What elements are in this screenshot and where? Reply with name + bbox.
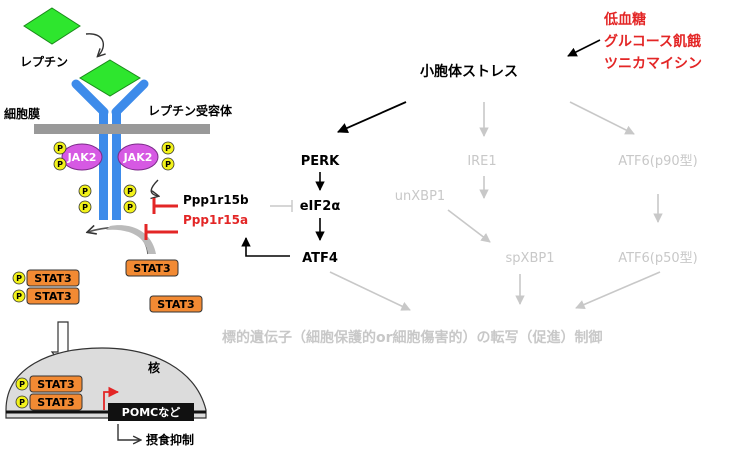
ire1-label: IRE1 [467,154,496,169]
svg-text:P: P [165,144,171,153]
arrow-unxbp1-spxbp1 [447,209,491,243]
svg-text:P: P [19,398,25,407]
svg-text:STAT3: STAT3 [37,396,74,409]
arrow-to-atf6 [569,101,635,135]
svg-text:P: P [19,380,25,389]
svg-text:POMCなど: POMCなど [122,406,180,419]
feeding-suppression-label: 摂食抑制 [146,432,194,447]
svg-text:P: P [16,292,22,301]
stress-inducer-3: ツニカマイシン [604,56,702,72]
pstat3-dimer: P STAT3 P STAT3 [12,269,80,305]
transcription-arrow [103,386,120,410]
pomc-gene: POMCなど [108,403,194,421]
eif2a-label: eIF2α [300,199,341,214]
svg-text:JAK2: JAK2 [67,151,97,164]
nucleus-label: 核 [148,360,160,375]
ppp1r15a-label: Ppp1r15a [183,213,248,227]
svg-text:JAK2: JAK2 [123,151,153,164]
atf4-feedback-arrow [241,237,290,257]
stress-inducer-2: グルコース飢餓 [604,33,701,50]
svg-text:P: P [127,203,133,212]
feeding-suppression-arrow [117,424,140,440]
svg-text:P: P [57,160,63,169]
jak2-left: JAK2 [61,143,103,171]
phospho-group-receptor: P P P P [78,184,137,214]
stat3-recruit-arrow [151,179,158,196]
atf6-p90-label: ATF6(p90型) [618,154,698,169]
svg-text:STAT3: STAT3 [34,272,71,285]
svg-text:STAT3: STAT3 [157,298,194,311]
spxbp1-label: spXBP1 [506,251,555,266]
svg-text:STAT3: STAT3 [34,290,71,303]
svg-text:P: P [82,187,88,196]
jak2-right: JAK2 [117,143,159,171]
phospho-group-jak2: P P P P [53,141,175,171]
perk-label: PERK [301,154,340,169]
leptin-binding-arrow [85,33,103,56]
target-genes-label: 標的遺伝子（細胞保護的or細胞傷害的）の転写（促進）制御 [222,329,603,346]
leptin-label: レプチン [20,54,68,69]
inducer-arrow [567,39,601,57]
cell-membrane [34,124,210,134]
stat3-monomer-1: STAT3 [125,259,179,277]
leptin-bound-shape [79,59,141,97]
unxbp1-label: unXBP1 [395,189,445,204]
arrow-atf4-target [329,271,411,311]
er-stress-title: 小胞体ストレス [420,63,518,80]
svg-text:P: P [82,203,88,212]
svg-text:P: P [16,274,22,283]
inhibition-ppp1r15a [144,224,178,240]
swoosh-fill [106,225,156,254]
inhibition-ppp1r15b [152,198,178,214]
cell-membrane-label: 細胞膜 [4,106,40,121]
svg-text:STAT3: STAT3 [37,378,74,391]
leptin-receptor-label: レプチン受容体 [148,103,233,118]
atf6-p50-label: ATF6(p50型) [618,251,698,266]
svg-text:P: P [57,144,63,153]
svg-text:STAT3: STAT3 [133,262,170,275]
arrow-atf6-target [575,271,661,310]
stat3-monomer-2: STAT3 [149,295,203,313]
pstat3-dimer-nuclear: P STAT3 P STAT3 [15,375,83,411]
svg-text:P: P [127,187,133,196]
ppp1r15-eif2a-inhibit [270,200,293,212]
leptin-receptor [71,79,149,220]
svg-text:P: P [165,160,171,169]
stress-inducer-1: 低血糖 [603,11,646,28]
arrow-to-perk [337,101,407,134]
leptin-free-shape [23,7,81,45]
atf4-label: ATF4 [302,251,338,266]
ppp1r15b-label: Ppp1r15b [183,193,249,207]
